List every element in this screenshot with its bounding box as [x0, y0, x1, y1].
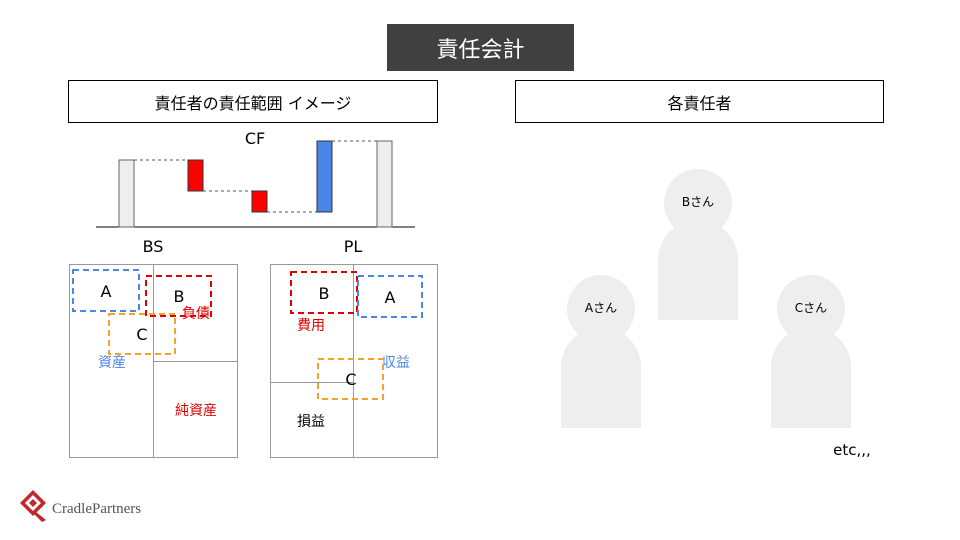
left-panel-header: 責任者の責任範囲 イメージ: [68, 80, 438, 123]
bs-scope-c: [108, 313, 176, 355]
cf-bar-decrease-2: [251, 190, 268, 213]
person-c-icon: [771, 275, 851, 428]
bs-scope-c-label: C: [136, 325, 147, 344]
cf-label: CF: [245, 129, 265, 148]
bs-table: [69, 264, 238, 458]
person-c-label: Cさん: [795, 301, 827, 315]
bs-scope-a: [72, 269, 140, 312]
bs-label: BS: [143, 237, 164, 256]
cf-bar-increase: [316, 140, 333, 213]
person-b-icon: [658, 169, 738, 320]
pl-scope-a-label: A: [385, 288, 396, 307]
pl-scope-b: [290, 271, 358, 314]
pl-scope-b-label: B: [319, 284, 330, 303]
pl-table: [270, 264, 438, 458]
logo-text: CradlePartners: [52, 501, 141, 517]
person-a-label: Aさん: [585, 301, 617, 315]
pl-scope-c: [317, 358, 384, 400]
right-panel-header: 各責任者: [515, 80, 884, 123]
bs-scope-b-label: B: [174, 287, 185, 306]
cradle-partners-logo-icon: [20, 490, 46, 522]
pl-profit-loss-label: 損益: [297, 414, 325, 430]
bs-net-assets-label: 純資産: [175, 403, 217, 419]
pl-expenses-label: 費用: [297, 318, 325, 334]
pl-label: PL: [344, 237, 363, 256]
person-a-icon: [561, 275, 641, 428]
bs-liabilities-label: 負債: [182, 306, 210, 322]
pl-revenue-label: 収益: [382, 355, 410, 371]
pl-scope-c-label: C: [345, 370, 356, 389]
cf-bar-end: [376, 140, 393, 228]
page-title: 責任会計: [387, 24, 574, 71]
bs-assets-label: 資産: [98, 355, 126, 371]
etc-text: etc,,,: [833, 441, 871, 459]
bs-scope-a-label: A: [101, 282, 112, 301]
pl-scope-a: [357, 275, 423, 318]
cf-bar-decrease-1: [187, 159, 204, 192]
person-b-label: Bさん: [682, 195, 714, 209]
bs-scope-b: [145, 275, 212, 317]
cf-bar-start: [118, 159, 135, 228]
